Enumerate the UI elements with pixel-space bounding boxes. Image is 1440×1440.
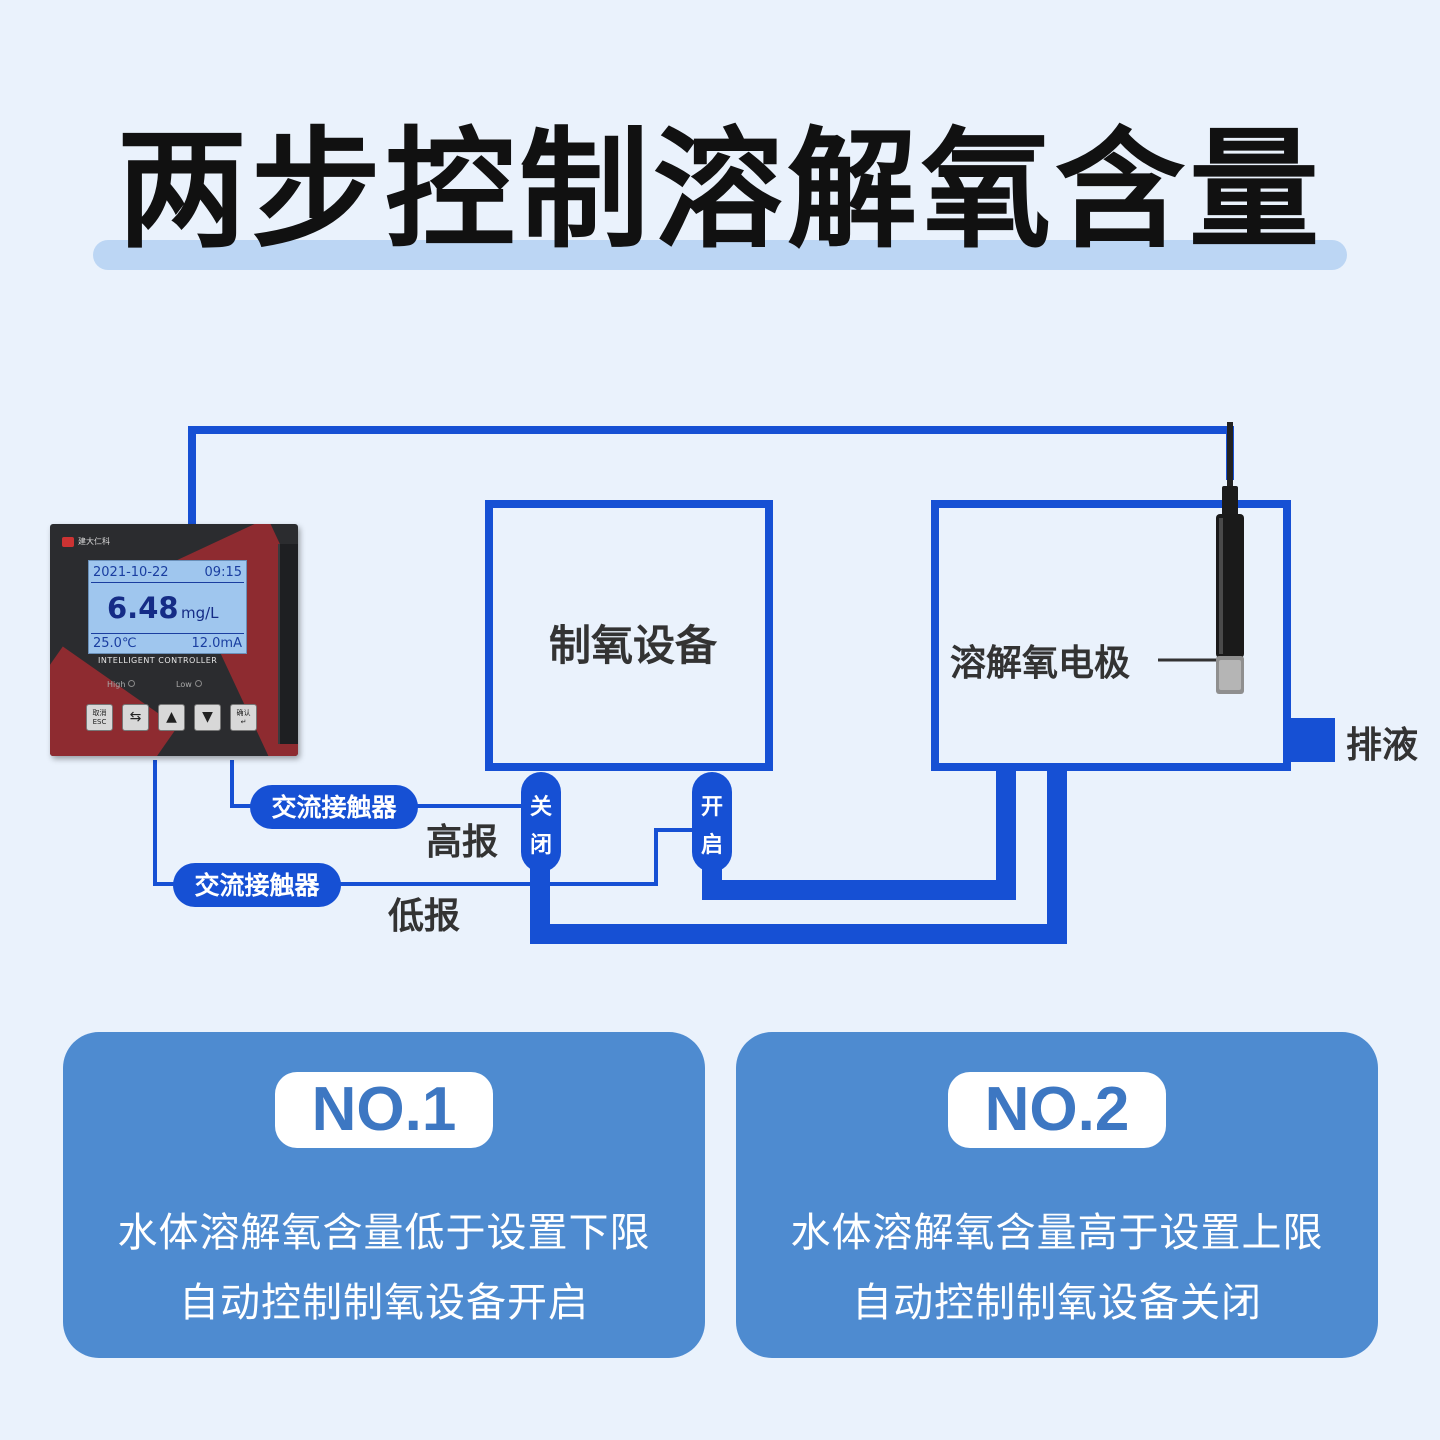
- low-alarm-label: 低报: [388, 896, 460, 937]
- open-tag: 开 启: [692, 772, 732, 872]
- card-no2-badge: NO.2: [948, 1072, 1166, 1148]
- card-no1-line1: 水体溶解氧含量低于设置下限: [117, 1210, 651, 1256]
- card-no1-badge: NO.1: [275, 1072, 493, 1148]
- controller-model-label: INTELLIGENT CONTROLLER: [98, 656, 218, 665]
- brand-logo: 建大仁科: [62, 536, 110, 547]
- high-alarm-wire: [230, 760, 540, 808]
- contactor-high: 交流接触器: [250, 785, 418, 829]
- low-alarm-wire: [153, 760, 712, 886]
- lcd-divider-top: [91, 582, 244, 583]
- title-highlight-bar: [93, 240, 1347, 270]
- switch-button[interactable]: ⇆: [122, 704, 149, 731]
- low-indicator-led: [194, 680, 202, 687]
- lcd-time: 09:15: [204, 565, 242, 580]
- open-return-pipe: [702, 770, 1016, 900]
- drain-label: 排液: [1346, 725, 1418, 766]
- close-tag-char-2: 闭: [530, 833, 552, 858]
- electrode-cable-wire: [188, 426, 1234, 528]
- wiring: [153, 426, 1234, 944]
- contactor-low-label: 交流接触器: [194, 871, 320, 900]
- contactor-high-label: 交流接触器: [271, 793, 397, 822]
- up-button[interactable]: ▲: [158, 704, 185, 731]
- lcd-current: 12.0mA: [191, 636, 242, 651]
- title-block: 两步控制溶解氧含量: [0, 100, 1440, 280]
- electrode-label: 溶解氧电极: [950, 643, 1130, 684]
- high-indicator: High: [107, 680, 136, 689]
- brand-logo-icon: [62, 536, 74, 547]
- close-tag: 关 闭: [521, 772, 561, 872]
- open-tag-char-1: 开: [701, 795, 723, 820]
- down-button[interactable]: ▼: [194, 704, 221, 731]
- lcd-divider-bottom: [91, 633, 244, 634]
- controller-side: [278, 544, 298, 744]
- card-no1: NO.1 水体溶解氧含量低于设置下限 自动控制制氧设备开启: [63, 1032, 705, 1358]
- low-indicator: Low: [176, 680, 202, 689]
- open-tag-char-2: 启: [701, 832, 723, 858]
- close-tag-char-1: 关: [530, 795, 552, 820]
- keypad: 取消 ESC ⇆ ▲ ▼ 确认 ↵: [86, 704, 257, 731]
- brand-name: 建大仁科: [78, 537, 110, 546]
- high-indicator-led: [128, 680, 136, 687]
- water-tank-box: [931, 500, 1291, 771]
- esc-button[interactable]: 取消 ESC: [86, 704, 113, 731]
- close-return-pipe: [530, 770, 1067, 944]
- low-indicator-label: Low: [176, 680, 192, 689]
- oxygen-device-box: [485, 500, 773, 771]
- contactor-low: 交流接触器: [173, 863, 341, 907]
- lcd-do-value: 6.48: [107, 591, 179, 625]
- high-indicator-label: High: [107, 680, 126, 689]
- card-no2: NO.2 水体溶解氧含量高于设置上限 自动控制制氧设备关闭: [736, 1032, 1378, 1358]
- electrode-probe: [1216, 422, 1244, 694]
- do-controller: 建大仁科 2021-10-22 09:15 6.48 mg/L 25.0℃ 12…: [50, 524, 298, 756]
- card-no2-line1: 水体溶解氧含量高于设置上限: [790, 1210, 1324, 1256]
- drain-outlet: [1287, 718, 1335, 762]
- card-no1-line2: 自动控制制氧设备开启: [179, 1280, 589, 1326]
- high-alarm-label: 高报: [426, 822, 498, 863]
- lcd-screen: 2021-10-22 09:15 6.48 mg/L 25.0℃ 12.0mA: [88, 560, 247, 654]
- card-no2-line2: 自动控制制氧设备关闭: [852, 1280, 1262, 1326]
- lcd-do-unit: mg/L: [181, 604, 219, 622]
- lcd-temperature: 25.0℃: [93, 636, 137, 651]
- lcd-date: 2021-10-22: [93, 565, 169, 580]
- confirm-button[interactable]: 确认 ↵: [230, 704, 257, 731]
- page-title: 两步控制溶解氧含量: [116, 114, 1323, 266]
- oxygen-device-label: 制氧设备: [549, 621, 718, 670]
